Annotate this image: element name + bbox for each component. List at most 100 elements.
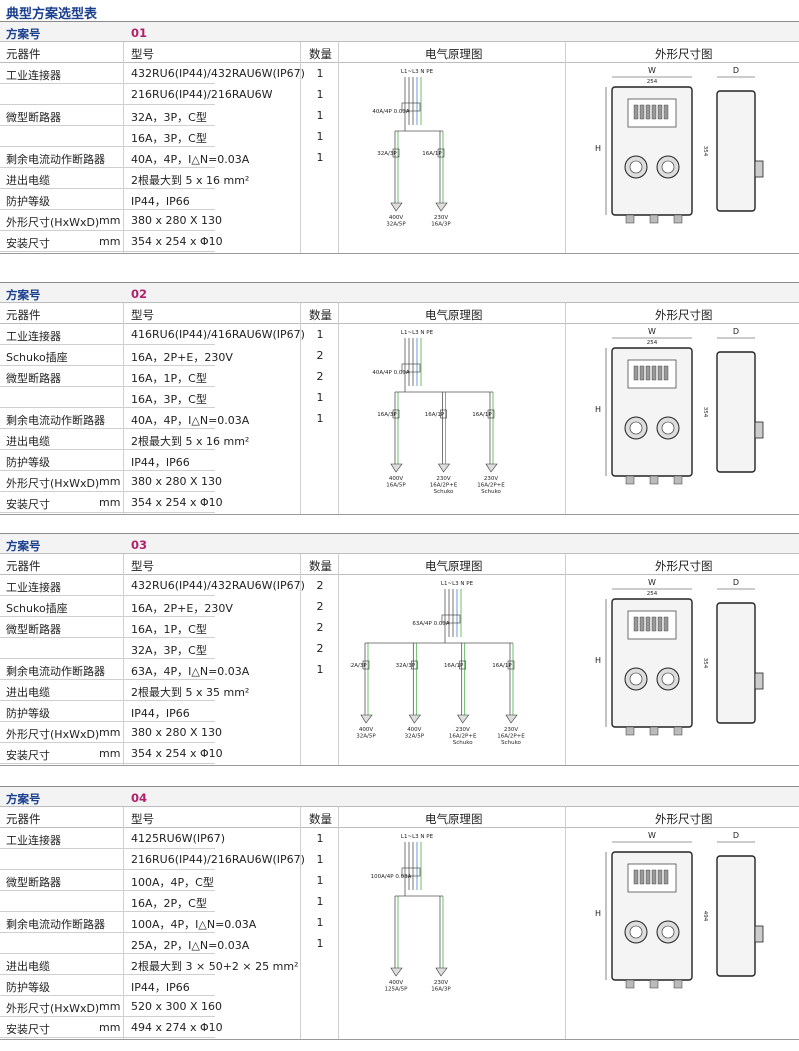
column-header-row: 元器件型号数量电气原理图外形尺寸图 [0,554,799,575]
breaker-module [639,365,645,381]
model-value: 16A，1P，C型 [131,372,207,385]
model-value: 32A，3P，C型 [131,644,207,657]
breaker-label: 16A/1P [425,412,445,418]
breaker-symbol [392,409,400,419]
output-label: 16A/2P+E [477,483,505,489]
model-value: IP44，IP66 [131,456,190,469]
model-value: 2根最大到 5 x 16 mm² [131,435,250,448]
height-dimension-label: H [595,144,601,153]
unit-label: mm [99,747,121,760]
column-circuit-header: 电气原理图 [425,812,483,826]
breaker-symbol [437,148,445,158]
breaker-module [657,365,663,381]
breaker-module [645,365,651,381]
output-label: 230V [504,727,518,733]
enclosure-side [716,90,756,212]
scheme-number: 01 [131,26,148,40]
quantity-value: 1 [316,832,324,845]
row-divider [0,104,215,105]
model-value: 216RU6(IP44)/216RAU6W(IP67) [131,853,305,866]
breaker-module [651,869,657,885]
breaker-module [645,869,651,885]
output-label: 16A/5P [386,483,406,489]
breaker-label: 32A/3P [377,151,397,157]
model-value: 16A，3P，C型 [131,393,207,406]
row-divider [0,721,215,722]
row-divider [0,1016,215,1017]
unit-label: mm [99,214,121,227]
unit-label: mm [99,235,121,248]
outlet-symbol [435,202,448,212]
column-circuit-header: 电气原理图 [425,559,483,573]
quantity-value: 2 [316,642,324,655]
enclosure-side [716,602,756,724]
scheme-number: 03 [131,538,148,552]
component-name: 进出电缆 [6,174,50,187]
model-value: 216RU6(IP44)/216RAU6W [131,88,273,101]
breaker-label: 32A/3P [396,663,416,669]
model-value: 40A，4P，I△N=0.03A [131,153,250,166]
model-value: 520 x 300 X 160 [131,1000,223,1013]
breaker-module [651,104,657,120]
row-divider [0,167,215,168]
block-bottom-rule [0,514,799,515]
breaker-label: 16A/1P [492,663,512,669]
column-qty-header: 数量 [309,308,332,322]
unit-label: mm [99,496,121,509]
supply-label: L1~L3 N PE [441,581,474,587]
quantity-value: 1 [316,67,324,80]
output-label: 16A/2P+E [449,734,477,740]
column-divider [300,303,301,515]
breaker-label: 16A/1P [422,151,442,157]
row-divider [0,953,215,954]
quantity-value: 1 [316,328,324,341]
depth-dimension-label: D [733,578,739,587]
column-qty-header: 数量 [309,47,332,61]
column-name-header: 元器件 [6,47,41,61]
column-name-header: 元器件 [6,559,41,573]
unit-label: mm [99,726,121,739]
outlet-symbol [437,463,451,473]
component-name: 安装尺寸 [6,1023,50,1036]
inner-height-label: 354 [702,146,708,157]
component-name: 安装尺寸 [6,498,50,511]
model-value: 380 x 280 X 130 [131,214,223,227]
component-name: 外形尺寸(HxWxD) [6,477,100,490]
row-divider [0,679,215,680]
quantity-value: 1 [316,412,324,425]
model-value: 16A，2P+E，230V [131,351,233,364]
output-label: 400V [389,980,403,986]
scheme-label: 方案号 [6,288,41,302]
output-label: 16A/3P [431,987,451,993]
component-name: 进出电缆 [6,960,50,973]
socket-face [629,421,643,435]
column-name-header: 元器件 [6,308,41,322]
outlet-symbol [390,967,403,977]
rcd-symbol [401,867,421,877]
breaker-module [633,365,639,381]
column-dims-header: 外形尺寸图 [655,812,713,826]
cable-gland [625,726,635,736]
socket-face [629,672,643,686]
enclosure-side [716,855,756,977]
side-socket [754,421,764,439]
socket-face [629,925,643,939]
component-name: 防护等级 [6,456,50,469]
output-label: 230V [436,476,450,482]
